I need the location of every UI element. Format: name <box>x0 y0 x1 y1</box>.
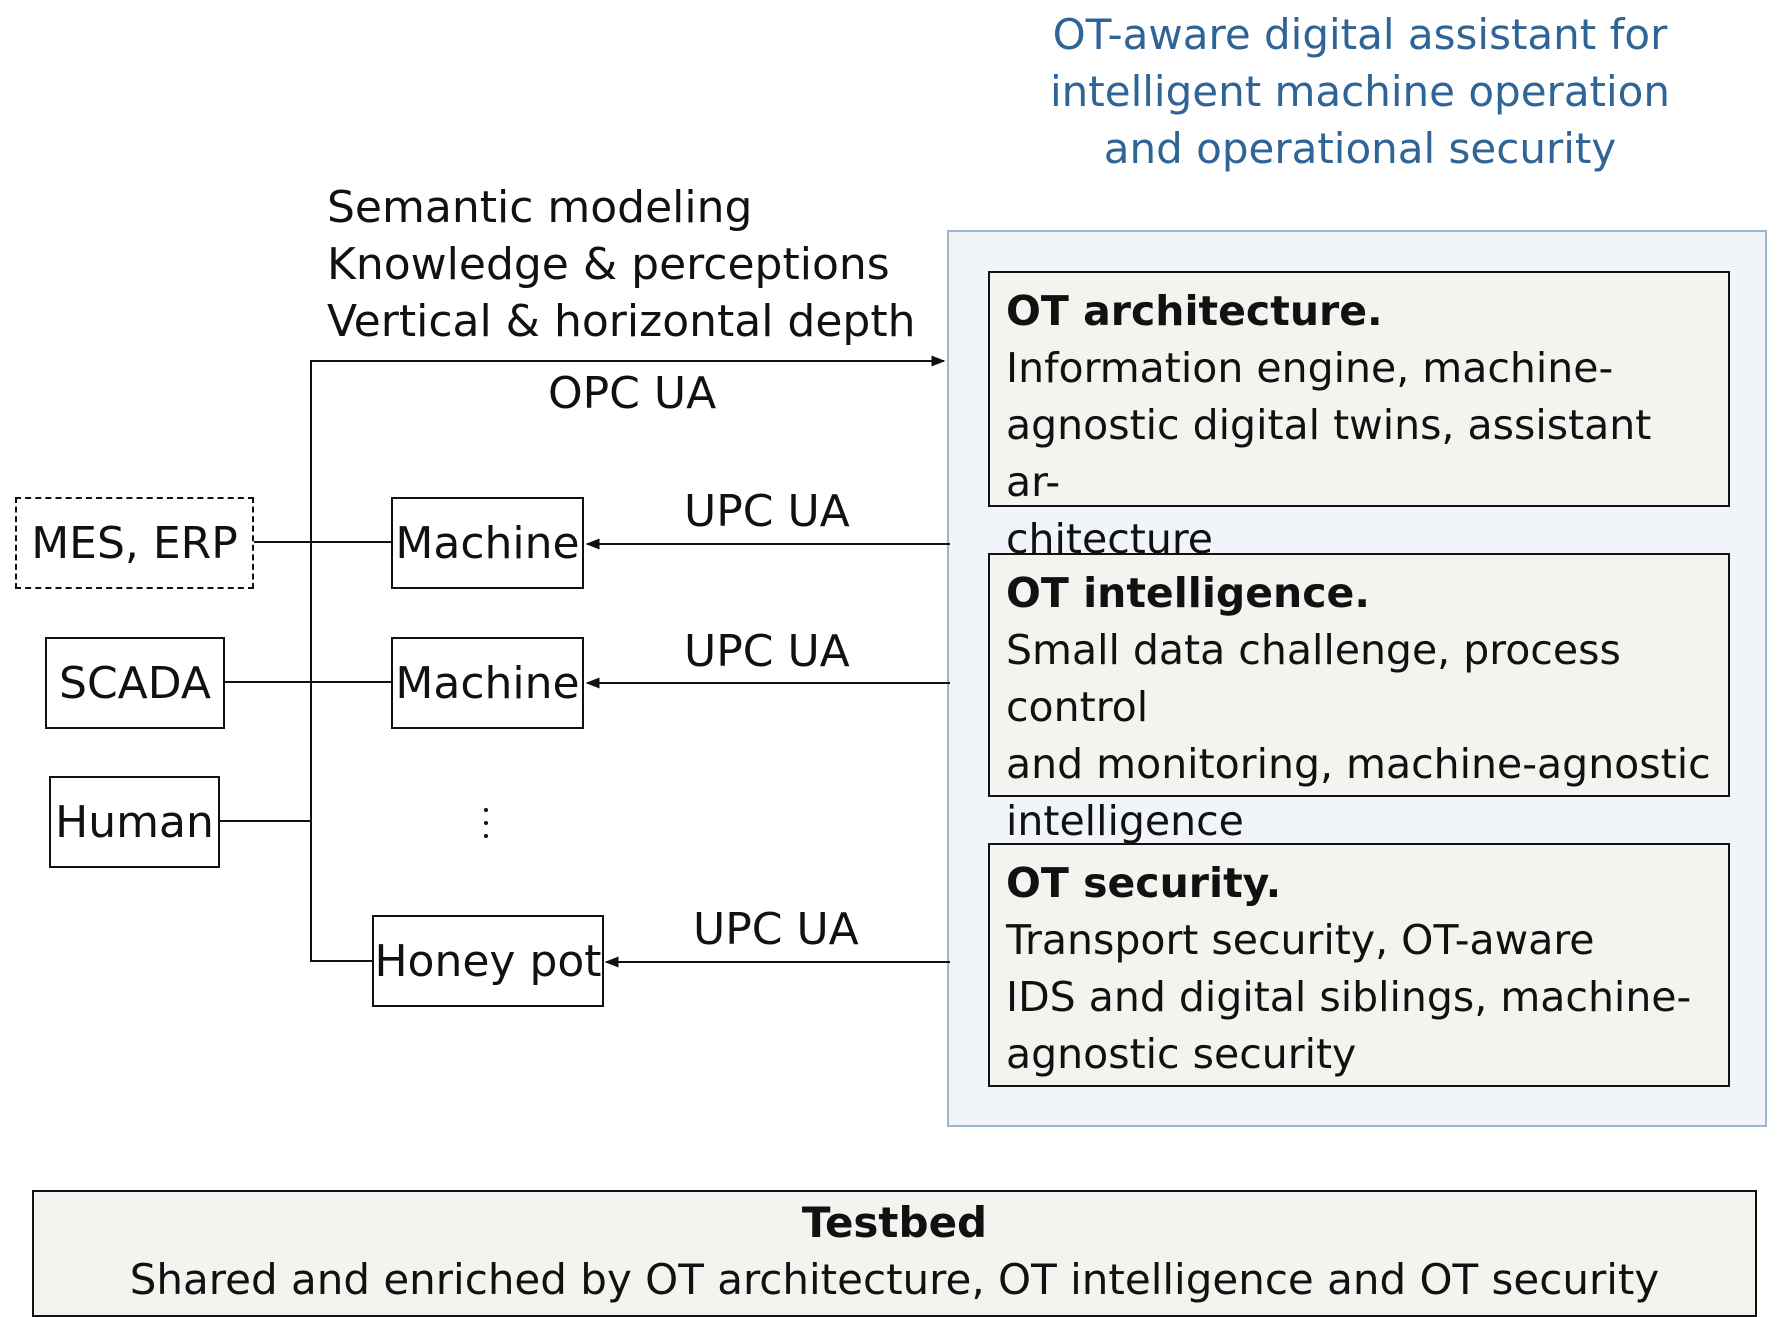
human-node: Human <box>49 776 220 868</box>
top-label: Semantic modeling <box>327 182 753 233</box>
diagram-title: OT-aware digital assistant for intellige… <box>1000 6 1720 177</box>
top-label: Knowledge & perceptions <box>327 239 890 290</box>
card-body: Small data challenge, process control an… <box>1006 626 1711 845</box>
testbed-heading: Testbed <box>801 1198 988 1247</box>
upc-ua-label: UPC UA <box>684 626 850 677</box>
upc-ua-label: UPC UA <box>693 904 859 955</box>
ot-security-card: OT security. Transport security, OT-awar… <box>988 843 1730 1087</box>
card-heading: OT architecture. <box>1006 287 1383 335</box>
card-heading: OT intelligence. <box>1006 569 1370 617</box>
top-label: Vertical & horizontal depth <box>327 296 916 347</box>
mes-erp-node: MES, ERP <box>15 497 254 589</box>
scada-node: SCADA <box>45 637 225 729</box>
title-line: and operational security <box>1103 124 1617 173</box>
honey-pot-node: Honey pot <box>372 915 604 1007</box>
machine-node: Machine <box>391 497 584 589</box>
ellipsis-icon <box>480 808 492 847</box>
card-body: Information engine, machine- agnostic di… <box>1006 344 1652 563</box>
card-body: Transport security, OT-aware IDS and dig… <box>1006 916 1692 1078</box>
testbed-box: Testbed Shared and enriched by OT archit… <box>32 1190 1757 1317</box>
testbed-body: Shared and enriched by OT architecture, … <box>129 1255 1660 1304</box>
upc-ua-label: UPC UA <box>684 486 850 537</box>
title-line: OT-aware digital assistant for <box>1052 10 1668 59</box>
title-line: intelligent machine operation <box>1049 67 1671 116</box>
card-heading: OT security. <box>1006 859 1282 907</box>
ot-intelligence-card: OT intelligence. Small data challenge, p… <box>988 553 1730 845</box>
machine-node: Machine <box>391 637 584 729</box>
ot-architecture-card: OT architecture. Information engine, mac… <box>988 271 1730 563</box>
opc-ua-label: OPC UA <box>548 368 717 419</box>
